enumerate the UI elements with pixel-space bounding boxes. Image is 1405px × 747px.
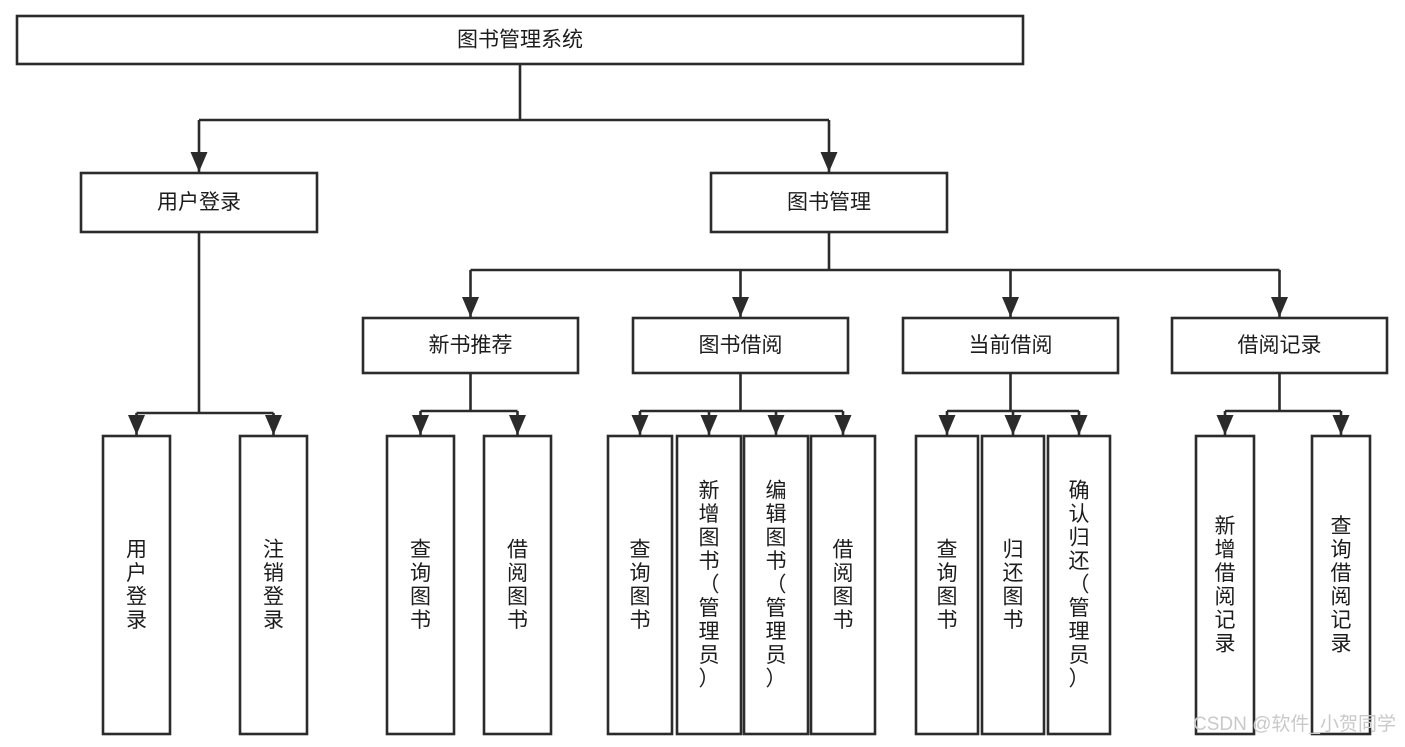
node-label-leaf-return-book: 归还图书: [1003, 538, 1024, 632]
node-leaf-return-book[interactable]: 归还图书: [980, 434, 1046, 736]
arrow-head-icon-leaf-return-book: [1004, 415, 1022, 435]
node-leaf-user-login[interactable]: 用户登录: [101, 434, 172, 736]
node-box-user-login[interactable]: [79, 171, 319, 234]
node-new-book-recommend[interactable]: 新书推荐: [361, 316, 580, 375]
node-label-new-book-recommend: 新书推荐: [429, 334, 513, 357]
node-box-leaf-user-login[interactable]: [101, 434, 172, 736]
node-box-leaf-edit-book[interactable]: [742, 434, 810, 736]
node-box-leaf-query-book-2[interactable]: [606, 434, 674, 736]
node-leaf-query-book-3[interactable]: 查询图书: [914, 434, 980, 736]
node-label-leaf-add-book: 新增图书（管理员）: [699, 480, 720, 691]
node-label-book-management: 图书管理: [787, 191, 871, 214]
node-label-leaf-logout: 注销登录: [263, 538, 284, 632]
node-label-undefined: 图书管理系统: [457, 29, 583, 52]
node-leaf-logout[interactable]: 注销登录: [238, 434, 309, 736]
node-label-leaf-user-login: 用户登录: [126, 538, 147, 632]
node-leaf-borrow-book-1[interactable]: 借阅图书: [482, 434, 553, 736]
arrow-head-icon-new-book-recommend: [462, 297, 479, 317]
node-box-book-management[interactable]: [709, 171, 949, 234]
arrow-head-icon-borrow-record: [1271, 297, 1288, 317]
node-book-borrow[interactable]: 图书借阅: [631, 316, 850, 375]
arrow-head-icon-leaf-edit-book: [767, 415, 785, 435]
arrow-head-icon-leaf-query-book-3: [938, 415, 956, 435]
csdn-watermark: CSDN @软件_小贺同学: [1193, 713, 1396, 735]
arrow-head-icon-leaf-add-record: [1216, 415, 1234, 435]
node-box-leaf-query-book-3[interactable]: [914, 434, 980, 736]
node-box-leaf-add-book[interactable]: [675, 434, 743, 736]
arrow-head-icon-leaf-user-login: [128, 415, 145, 435]
arrow-head-icon-leaf-add-book: [700, 415, 718, 435]
arrow-head-icon-book-management: [820, 152, 838, 172]
node-leaf-borrow-book-2[interactable]: 借阅图书: [809, 434, 877, 736]
node-box-leaf-return-book[interactable]: [980, 434, 1046, 736]
node-layer: 图书管理系统用户登录图书管理新书推荐图书借阅当前借阅借阅记录用户登录注销登录查询…: [15, 14, 1389, 736]
node-leaf-confirm-return[interactable]: 确认归还（管理员）: [1046, 434, 1112, 736]
node-box-new-book-recommend[interactable]: [361, 316, 580, 375]
node-label-user-login: 用户登录: [157, 191, 241, 214]
node-label-leaf-borrow-book-2: 借阅图书: [833, 538, 854, 632]
node-box-leaf-borrow-book-1[interactable]: [482, 434, 553, 736]
node-box-borrow-record[interactable]: [1170, 316, 1389, 375]
node-leaf-edit-book[interactable]: 编辑图书（管理员）: [742, 434, 810, 736]
node-label-current-borrow: 当前借阅: [969, 334, 1053, 357]
node-label-leaf-query-book-1: 查询图书: [410, 538, 431, 632]
arrow-head-icon-leaf-query-book-1: [412, 415, 429, 435]
node-label-book-borrow: 图书借阅: [699, 334, 783, 357]
node-label-leaf-query-book-2: 查询图书: [630, 538, 651, 632]
node-leaf-add-book[interactable]: 新增图书（管理员）: [675, 434, 743, 736]
node-label-leaf-query-record: 查询借阅记录: [1331, 515, 1352, 656]
arrow-head-icon-leaf-borrow-book-1: [509, 415, 526, 435]
node-undefined[interactable]: 图书管理系统: [15, 14, 1025, 66]
arrow-head-icon-user-login: [190, 152, 208, 172]
node-leaf-query-book-2[interactable]: 查询图书: [606, 434, 674, 736]
node-box-leaf-borrow-book-2[interactable]: [809, 434, 877, 736]
node-book-management[interactable]: 图书管理: [709, 171, 949, 234]
node-box-undefined[interactable]: [15, 14, 1025, 66]
arrow-head-icon-leaf-logout: [265, 415, 282, 435]
node-label-leaf-query-book-3: 查询图书: [937, 538, 958, 632]
connector-layer: [128, 64, 1350, 435]
arrow-head-icon-leaf-borrow-book-2: [834, 415, 852, 435]
arrow-head-icon-leaf-query-record: [1332, 415, 1350, 435]
node-label-leaf-edit-book: 编辑图书（管理员）: [766, 480, 787, 691]
node-box-leaf-add-record[interactable]: [1194, 434, 1256, 736]
node-user-login[interactable]: 用户登录: [79, 171, 319, 234]
arrow-head-icon-leaf-query-book-2: [631, 415, 649, 435]
node-current-borrow[interactable]: 当前借阅: [901, 316, 1120, 375]
node-label-leaf-add-record: 新增借阅记录: [1215, 515, 1236, 656]
node-leaf-add-record[interactable]: 新增借阅记录: [1194, 434, 1256, 736]
node-box-leaf-logout[interactable]: [238, 434, 309, 736]
node-box-current-borrow[interactable]: [901, 316, 1120, 375]
node-borrow-record[interactable]: 借阅记录: [1170, 316, 1389, 375]
node-box-leaf-confirm-return[interactable]: [1046, 434, 1112, 736]
node-box-book-borrow[interactable]: [631, 316, 850, 375]
node-label-leaf-confirm-return: 确认归还（管理员）: [1069, 480, 1090, 691]
node-leaf-query-record[interactable]: 查询借阅记录: [1310, 434, 1372, 736]
arrow-head-icon-book-borrow: [732, 297, 749, 317]
arrow-head-icon-current-borrow: [1002, 297, 1019, 317]
node-label-leaf-borrow-book-1: 借阅图书: [507, 538, 528, 632]
node-box-leaf-query-book-1[interactable]: [385, 434, 456, 736]
node-box-leaf-query-record[interactable]: [1310, 434, 1372, 736]
arrow-head-icon-leaf-confirm-return: [1070, 415, 1088, 435]
node-leaf-query-book-1[interactable]: 查询图书: [385, 434, 456, 736]
node-label-borrow-record: 借阅记录: [1238, 334, 1322, 357]
